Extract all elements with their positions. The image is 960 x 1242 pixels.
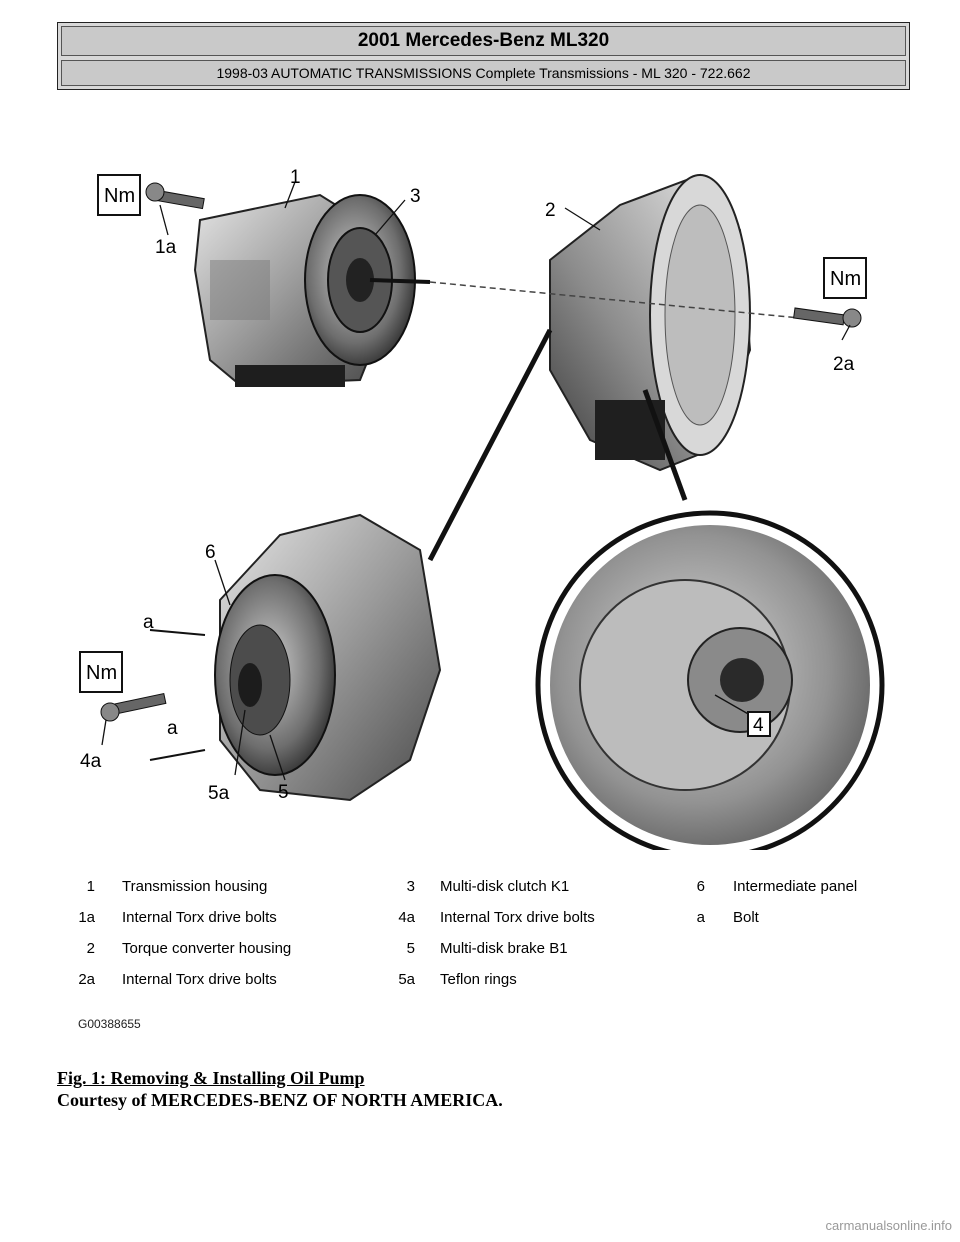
callout-5: 5 xyxy=(278,782,289,803)
callout-a-bottom: a xyxy=(167,718,178,739)
figure-code: G00388655 xyxy=(78,1017,141,1031)
intermediate-panel-drawing xyxy=(214,513,442,802)
callout-2a: 2a xyxy=(833,354,855,375)
torque-label-1a: Nm xyxy=(104,185,135,207)
torque-label-2a: Nm xyxy=(830,268,861,290)
header-subtitle-row: 1998-03 AUTOMATIC TRANSMISSIONS Complete… xyxy=(61,60,906,86)
parts-legend: 1 Transmission housing 1a Internal Torx … xyxy=(78,878,858,988)
bolt-4a-drawing xyxy=(100,692,167,722)
oil-pump-detail-drawing xyxy=(535,510,885,850)
figure-title-link[interactable]: Fig. 1: Removing & Installing Oil Pump xyxy=(57,1068,365,1088)
torque-converter-housing-drawing xyxy=(549,173,752,472)
document-title: 2001 Mercedes-Benz ML320 xyxy=(357,30,610,51)
bolt-1a-drawing xyxy=(145,182,205,210)
site-watermark: carmanualsonline.info xyxy=(825,1218,952,1233)
callout-4: 4 xyxy=(753,715,764,736)
torque-box-4a: Nm xyxy=(79,651,123,693)
bolt-a-top-line xyxy=(149,629,206,636)
callout-leaders xyxy=(101,181,851,781)
torque-box-1a: Nm xyxy=(97,174,141,216)
detail-pointer-right xyxy=(642,389,688,501)
callout-a-top: a xyxy=(143,612,154,633)
transmission-housing-drawing xyxy=(193,193,431,387)
callout-2: 2 xyxy=(545,200,556,221)
callout-1: 1 xyxy=(290,167,301,188)
callout-4-box xyxy=(747,711,771,737)
torque-label-4a: Nm xyxy=(86,662,117,684)
alignment-line xyxy=(429,281,821,321)
bolt-2a-drawing xyxy=(793,307,862,328)
callout-4a: 4a xyxy=(80,751,102,772)
header-title-row: 2001 Mercedes-Benz ML320 xyxy=(61,26,906,56)
document-header: 2001 Mercedes-Benz ML320 1998-03 AUTOMAT… xyxy=(57,22,910,90)
detail-pointer-left xyxy=(427,328,553,562)
callout-1a: 1a xyxy=(155,237,177,258)
callout-3: 3 xyxy=(410,186,421,207)
figure-courtesy: Courtesy of MERCEDES-BENZ OF NORTH AMERI… xyxy=(57,1090,503,1110)
callout-6: 6 xyxy=(205,542,216,563)
transmission-illustration: 1 1a 3 2 2a 6 a a 4a 5a 5 4 Nm Nm Nm xyxy=(60,150,910,1050)
exploded-view-drawing: 1 1a 3 2 2a 6 a a 4a 5a 5 4 Nm Nm Nm xyxy=(79,167,885,850)
callout-5a: 5a xyxy=(208,783,230,804)
torque-box-2a: Nm xyxy=(823,257,867,299)
bolt-a-bottom-line xyxy=(149,749,206,761)
document-subtitle: 1998-03 AUTOMATIC TRANSMISSIONS Complete… xyxy=(216,65,751,81)
figure-caption: Fig. 1: Removing & Installing Oil Pump C… xyxy=(57,1067,503,1111)
